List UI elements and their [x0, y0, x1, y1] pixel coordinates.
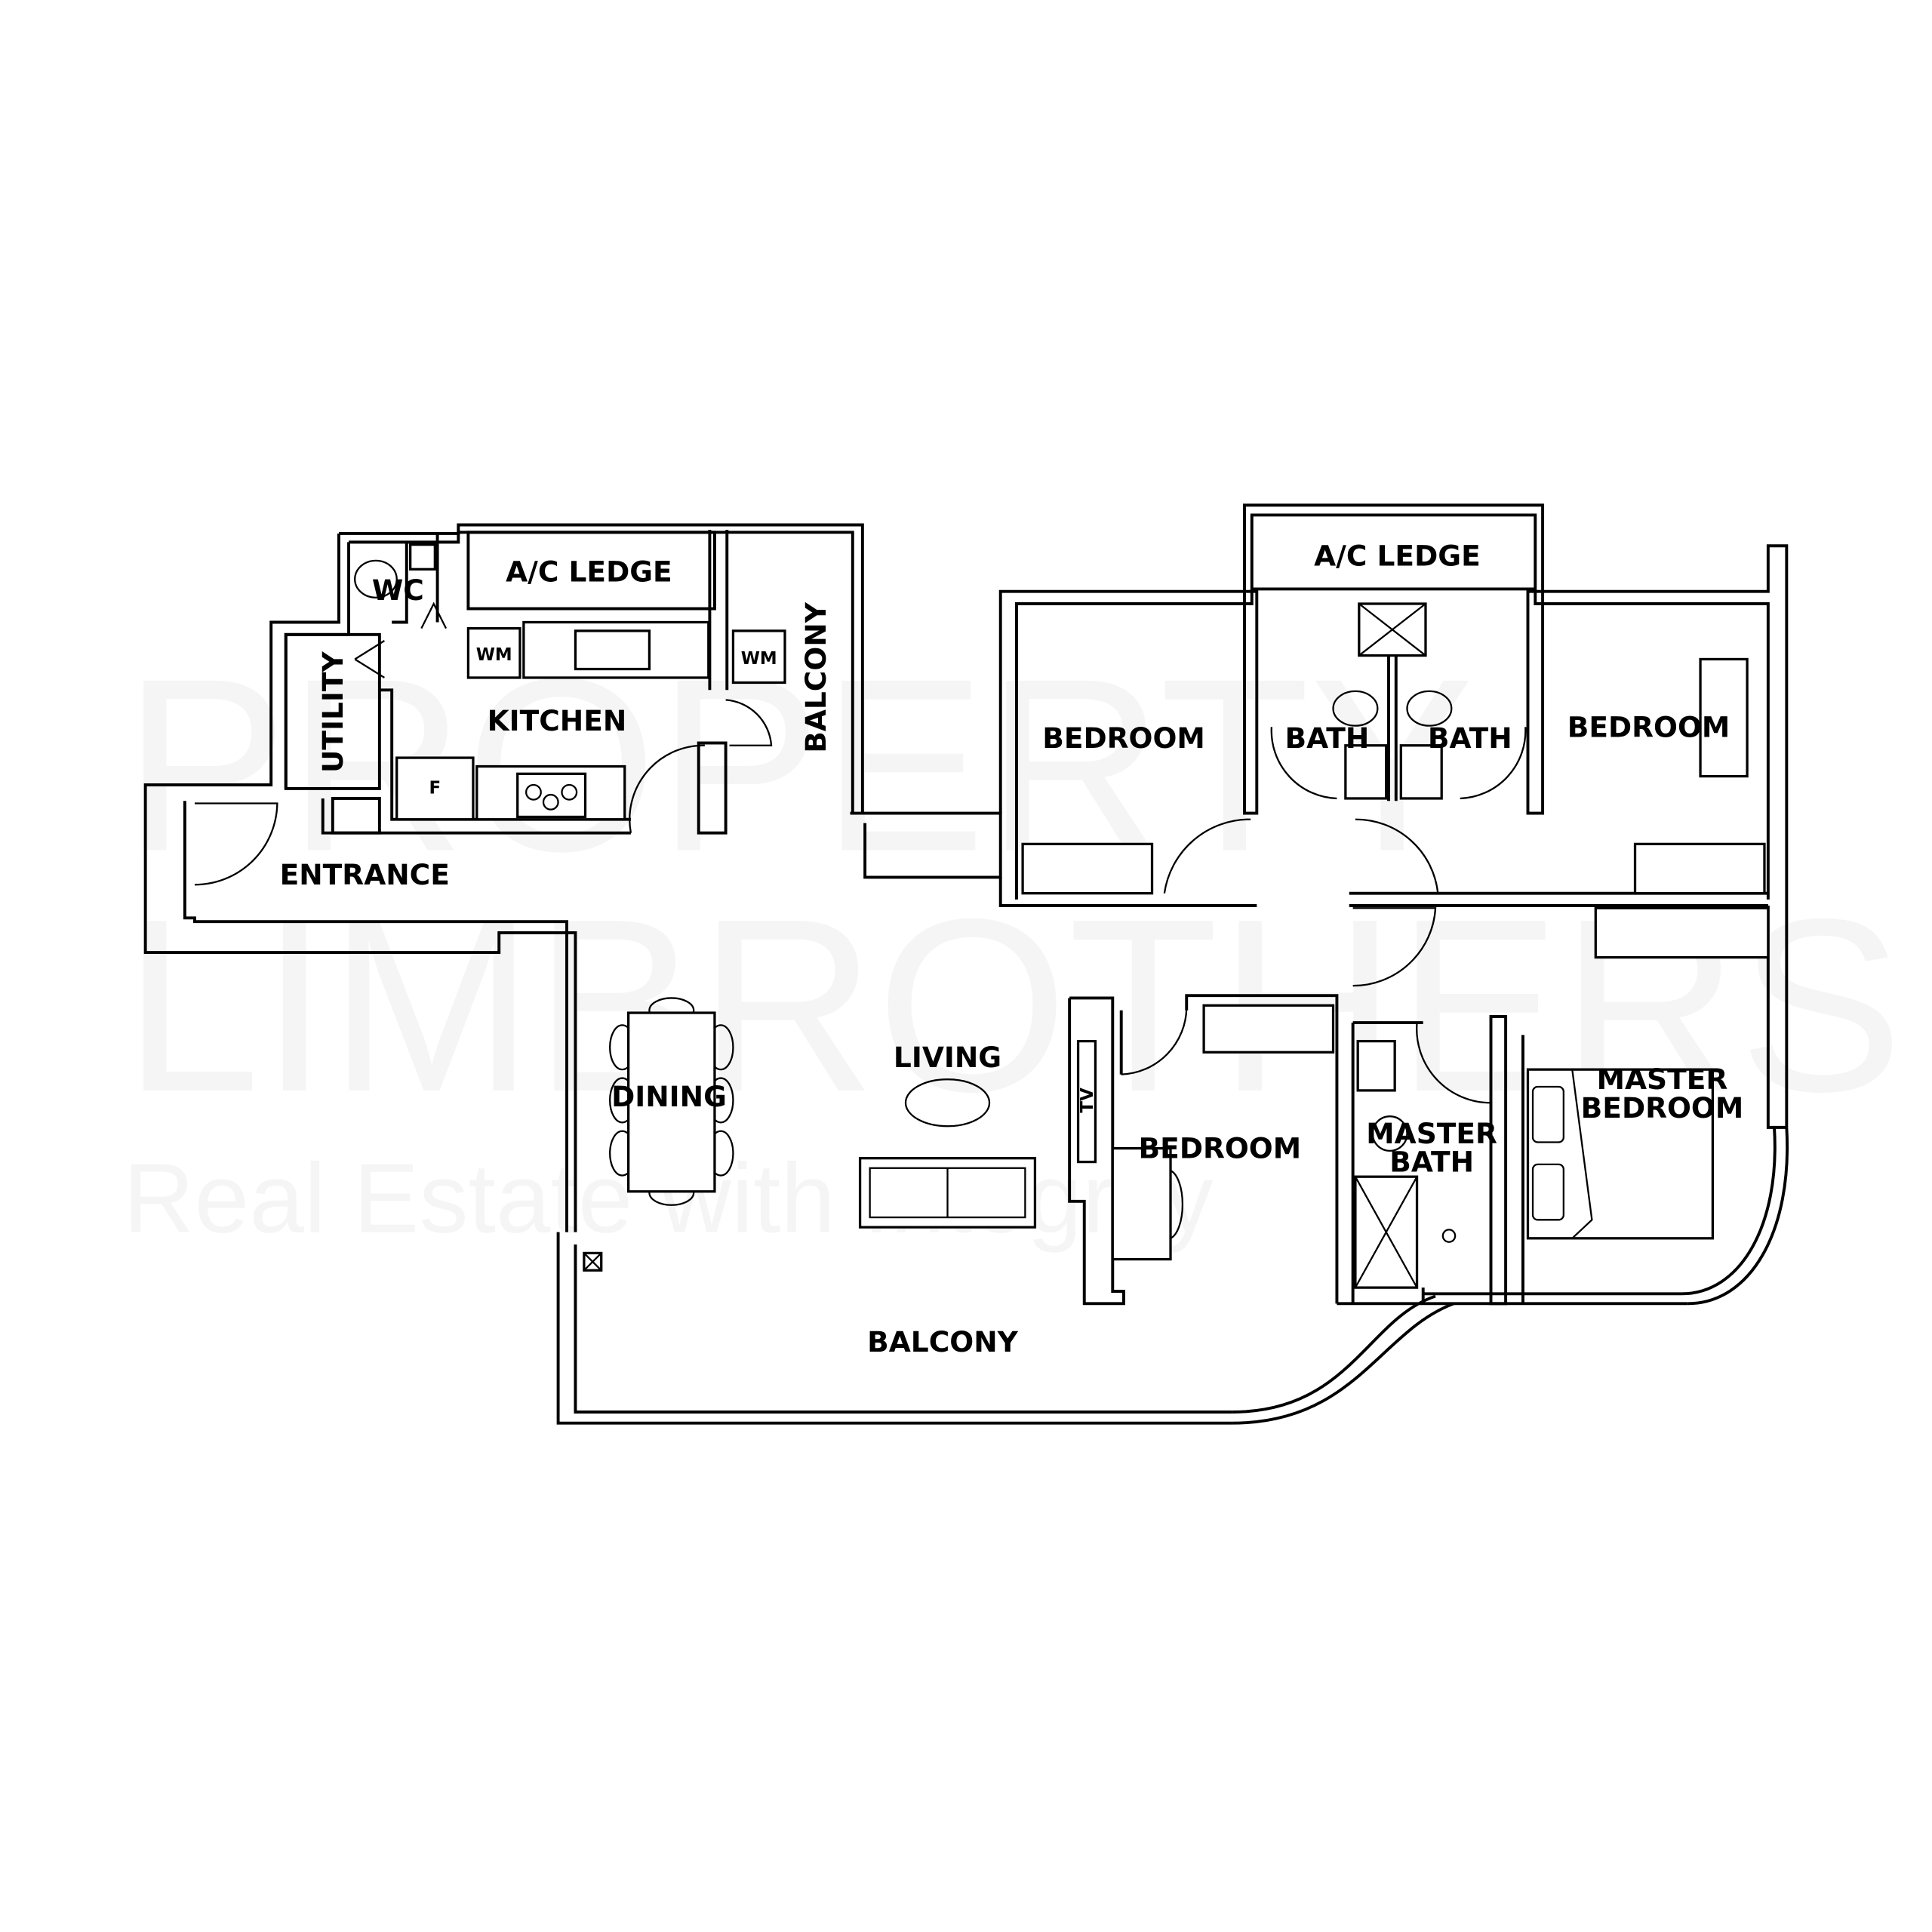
fixtures: WM WM F TV: [354, 543, 1770, 1289]
label-ac-ledge-right: A/C LEDGE: [1314, 539, 1481, 572]
kitchen-sink: [574, 629, 651, 671]
wardrobes: [1021, 842, 1770, 1054]
label-master-bedroom-line1: MASTER: [1597, 1063, 1728, 1096]
label-dining: DINING: [611, 1080, 727, 1113]
room-labels: A/C LEDGE WC UTILITY KITCHEN BALCONY ENT…: [280, 539, 1744, 1358]
washing-machine-1: [466, 627, 521, 679]
label-bedroom-2: BEDROOM: [1567, 710, 1730, 743]
bedroom-2-desk: [1699, 657, 1749, 778]
label-bedroom-1: BEDROOM: [1042, 721, 1205, 755]
dining-table: [609, 997, 734, 1206]
label-master-bath-line1: MASTER: [1366, 1117, 1497, 1150]
master-bed: [1526, 1068, 1715, 1240]
wc-toilet: [354, 559, 398, 598]
label-bath-2: BATH: [1428, 721, 1512, 755]
label-bath-1: BATH: [1284, 721, 1369, 755]
label-balcony-service: BALCONY: [799, 601, 832, 752]
label-utility: UTILITY: [316, 651, 349, 773]
label-kitchen: KITCHEN: [488, 704, 627, 737]
doors: [194, 601, 1527, 1104]
sofa: [858, 1157, 1037, 1229]
label-entrance: ENTRANCE: [280, 858, 450, 891]
label-balcony-main: BALCONY: [867, 1325, 1018, 1358]
label-master-bath-line2: BATH: [1389, 1146, 1474, 1179]
label-bedroom-3: BEDROOM: [1139, 1132, 1302, 1165]
tv-unit: [1076, 1039, 1097, 1164]
label-ac-ledge-left: A/C LEDGE: [506, 555, 672, 589]
walls: [143, 503, 1789, 1425]
label-master-bedroom-line2: BEDROOM: [1581, 1091, 1744, 1124]
label-wc: WC: [372, 574, 424, 607]
washing-machine-2: [731, 629, 786, 685]
fridge: [395, 756, 475, 821]
fridge-label: F: [429, 778, 441, 798]
washing-machine-1-label: WM: [476, 645, 512, 665]
coffee-table: [904, 1078, 991, 1128]
tv-label: TV: [1078, 1088, 1097, 1113]
washing-machine-2-label: WM: [741, 649, 777, 669]
label-living: LIVING: [894, 1041, 1001, 1074]
